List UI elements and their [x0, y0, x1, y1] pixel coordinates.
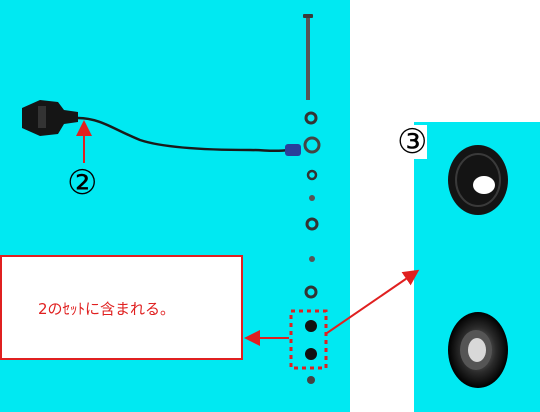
grommet-icon: [448, 312, 508, 388]
grommet-small-icon: [305, 348, 317, 360]
washer-icon: [305, 217, 319, 231]
washer-icon: [304, 285, 318, 299]
part-marker-3: ③: [397, 122, 428, 162]
callout-box: 2のｾｯﾄに含まれる。: [0, 255, 243, 360]
callout-text: 2のｾｯﾄに含まれる。: [38, 300, 176, 318]
washer-icon: [307, 376, 315, 384]
cable-sleeve: [285, 144, 301, 156]
washer-icon: [309, 256, 315, 262]
ring-terminal-icon: [303, 136, 321, 154]
washer-column: [304, 111, 319, 384]
washer-icon: [306, 169, 318, 181]
part-marker-2: ②: [67, 163, 98, 203]
screw-icon: [303, 14, 313, 100]
arrow-to-right-panel: [326, 269, 420, 334]
cable-icon: [77, 116, 289, 153]
connector-plug-icon: [22, 100, 78, 136]
washer-icon: [309, 195, 315, 201]
dotted-highlight-box: [289, 309, 328, 370]
grommet-icon: [448, 145, 508, 215]
washer-icon: [304, 111, 318, 125]
grommet-small-icon: [305, 320, 317, 332]
